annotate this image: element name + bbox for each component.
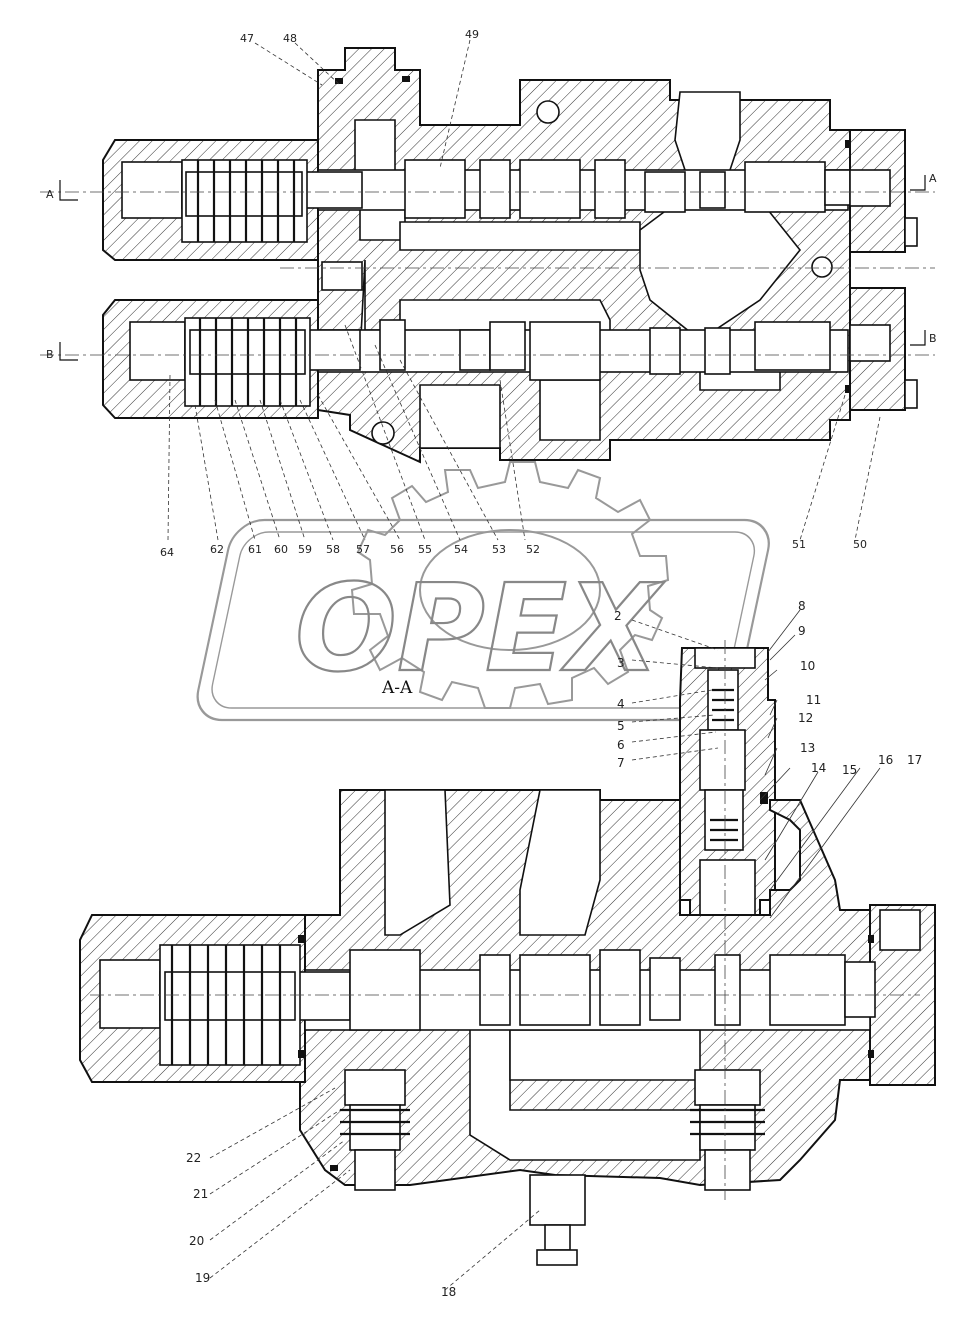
callout-55: 55 <box>418 543 432 556</box>
callout-15: 15 <box>842 763 857 777</box>
callout-50: 50 <box>853 538 867 551</box>
section-mark-b-left: B <box>46 348 54 361</box>
callout-58: 58 <box>326 543 340 556</box>
watermark-frame-inner <box>211 531 756 709</box>
watermark-frame <box>196 518 770 722</box>
callout-10: 10 <box>800 659 815 673</box>
watermark-gear-icon <box>350 461 670 709</box>
callout-8: 8 <box>798 599 806 613</box>
callout-17: 17 <box>907 753 922 767</box>
callout-4: 4 <box>617 697 625 711</box>
callout-53: 53 <box>492 543 506 556</box>
section-label: A-A <box>381 678 413 698</box>
watermark-text: OPEX <box>295 560 665 699</box>
watermark-logo: OPEX <box>196 461 770 722</box>
section-mark-b-right: B <box>929 332 937 345</box>
callout-64: 64 <box>160 546 174 559</box>
callout-13: 13 <box>800 741 815 755</box>
upper-valve-view: A B A B 47 48 49 50 51 52 53 54 55 56 57… <box>40 28 937 559</box>
callout-52: 52 <box>526 543 540 556</box>
callout-18: 18 <box>441 1285 456 1299</box>
callout-48: 48 <box>283 32 297 45</box>
callout-6: 6 <box>617 738 625 752</box>
callout-56: 56 <box>390 543 404 556</box>
callout-19: 19 <box>195 1271 210 1285</box>
callout-22: 22 <box>186 1151 201 1165</box>
callout-7: 7 <box>617 756 625 770</box>
callout-59: 59 <box>298 543 312 556</box>
callout-47: 47 <box>240 32 254 45</box>
callout-3: 3 <box>617 656 625 670</box>
callout-21: 21 <box>193 1187 208 1201</box>
callout-12: 12 <box>798 711 813 725</box>
section-mark-a-right: A <box>929 172 937 185</box>
callout-60: 60 <box>274 543 288 556</box>
callout-16: 16 <box>878 753 893 767</box>
callout-2: 2 <box>614 609 622 623</box>
section-mark-a-left: A <box>46 188 54 201</box>
callout-49: 49 <box>465 28 479 41</box>
callout-20: 20 <box>189 1234 204 1248</box>
callout-54: 54 <box>454 543 468 556</box>
callout-61: 61 <box>248 543 262 556</box>
callout-14: 14 <box>811 761 826 775</box>
callout-9: 9 <box>798 624 806 638</box>
callout-62: 62 <box>210 543 224 556</box>
callout-11: 11 <box>806 693 821 707</box>
lower-valve-view: 2 3 4 5 6 7 8 9 10 11 12 13 14 15 16 17 … <box>79 599 936 1299</box>
callout-5: 5 <box>617 719 625 733</box>
callout-51: 51 <box>792 538 806 551</box>
callout-57: 57 <box>356 543 370 556</box>
